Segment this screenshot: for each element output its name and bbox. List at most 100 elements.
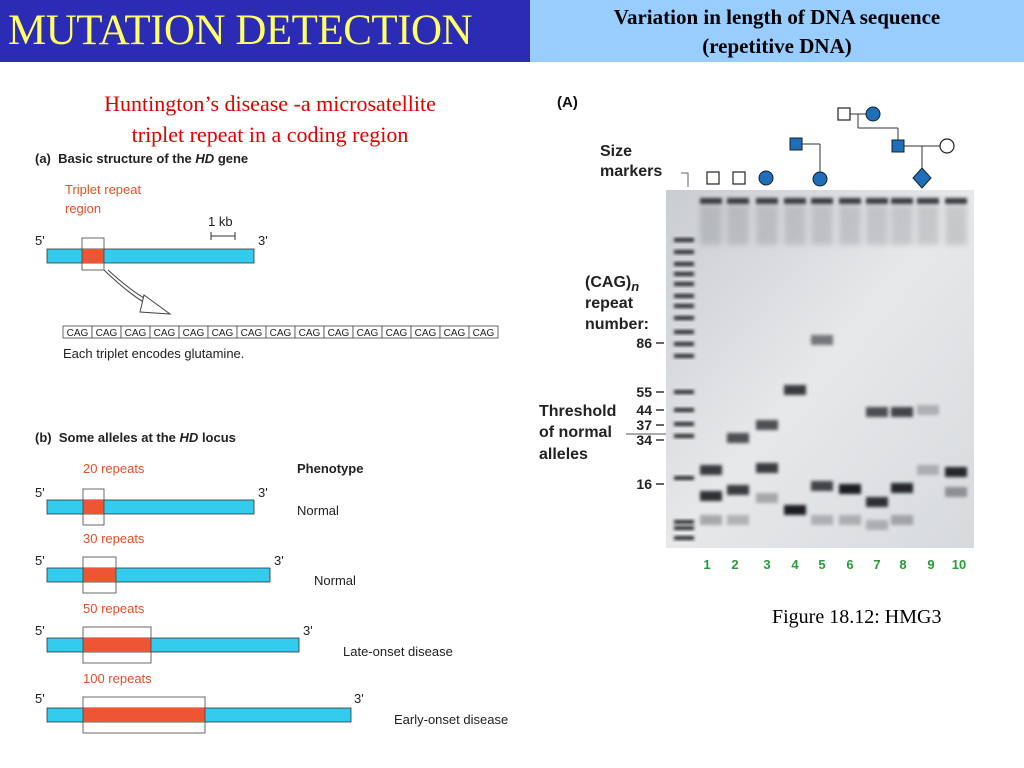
ladder-band: [674, 536, 694, 540]
scale-bar: [210, 232, 236, 240]
allele-3-repeats: 50 repeats: [83, 601, 145, 616]
section-heading: Huntington’s disease -a microsatellite t…: [30, 88, 510, 150]
five-prime-a: 5': [35, 233, 45, 248]
threshold-line-3: alleles: [539, 446, 588, 463]
lane-well: [891, 198, 913, 204]
male-affected-icon: [891, 139, 905, 153]
threshold-line-1: Threshold: [539, 403, 616, 420]
scale-label: 1 kb: [208, 214, 233, 229]
gel-band: [700, 465, 722, 475]
codon-text: CAG: [444, 328, 466, 339]
heading-line-2: triplet repeat in a coding region: [131, 122, 409, 147]
allele-2-five-prime: 5': [35, 553, 45, 568]
ladder-band: [674, 408, 694, 412]
gel-band: [945, 467, 967, 477]
ladder-band: [674, 316, 694, 320]
gel-band: [700, 491, 722, 501]
lane-well: [700, 198, 722, 204]
affected-child-diamond-icon: [912, 167, 932, 189]
ladder-band: [674, 250, 694, 254]
allele-1-phenotype: Normal: [297, 503, 339, 518]
ladder-band: [674, 434, 694, 438]
female-affected-icon: [865, 106, 881, 122]
ladder-band: [674, 390, 694, 394]
ladder-band: [674, 304, 694, 308]
codon-text: CAG: [328, 328, 350, 339]
cag-label-line-3: number:: [585, 316, 649, 333]
panel-b-gene: HD: [179, 430, 199, 445]
allele-1-three-prime: 3': [258, 485, 268, 500]
codon-text: CAG: [183, 328, 205, 339]
cag-label-text: (CAG): [585, 274, 631, 291]
panel-a-title: (a) Basic structure of the HD gene: [35, 151, 248, 166]
codon-text: CAG: [125, 328, 147, 339]
expand-arrow-icon: [103, 269, 172, 315]
lane-smear: [891, 205, 913, 245]
lane-number: 8: [899, 557, 906, 572]
lane-number: 3: [763, 557, 770, 572]
size-markers-line-1: Size: [600, 143, 632, 160]
allele-3-phenotype: Late-onset disease: [343, 644, 453, 659]
cag-label: (CAG)n: [585, 274, 639, 294]
allele-repeat-region: [83, 500, 104, 514]
title-bar: MUTATION DETECTION: [0, 0, 530, 62]
gel-band: [784, 505, 806, 515]
gel-band: [866, 497, 888, 507]
lane-well: [727, 198, 749, 204]
allele-2-repeats: 30 repeats: [83, 531, 145, 546]
lane-well: [866, 198, 888, 204]
lane-smear: [756, 205, 778, 245]
lane-number: 6: [846, 557, 853, 572]
gel-band: [756, 420, 778, 430]
female-unaffected-icon: [939, 138, 955, 154]
lane-smear: [811, 205, 833, 245]
female-affected-icon: [812, 171, 828, 187]
codon-text: CAG: [67, 328, 89, 339]
lane-smear: [945, 205, 967, 245]
male-unaffected-icon: [837, 107, 851, 121]
repeat-tick-label: 34: [636, 432, 652, 448]
panel-a-title-suffix: gene: [217, 151, 249, 166]
codon-text: CAG: [386, 328, 408, 339]
gel-band: [811, 481, 833, 491]
size-markers-line-2: markers: [600, 163, 662, 180]
marker-ladder: [674, 238, 694, 540]
codon-text: CAG: [154, 328, 176, 339]
ladder-band: [674, 272, 694, 276]
lane-smear: [700, 205, 722, 245]
panel-b-letter: (b): [35, 430, 52, 445]
repeat-tick-label: 86: [636, 335, 652, 351]
gel-band: [727, 515, 749, 525]
figure-caption: Figure 18.12: HMG3: [772, 606, 942, 628]
allele-3-five-prime: 5': [35, 623, 45, 638]
subtitle-line-2: (repetitive DNA): [702, 34, 852, 58]
panel-a-letter: (a): [35, 151, 51, 166]
region-label-1: Triplet repeat: [65, 182, 142, 197]
lane-well: [784, 198, 806, 204]
lane-smear: [866, 205, 888, 245]
cag-label-line-2: repeat: [585, 295, 634, 312]
lane-well: [945, 198, 967, 204]
lane-smear: [727, 205, 749, 245]
allele-1-repeats: 20 repeats: [83, 461, 145, 476]
panel-a-gene: HD: [195, 151, 215, 166]
codon-text: CAG: [473, 328, 495, 339]
codon-text: CAG: [270, 328, 292, 339]
repeat-tick-label: 16: [636, 476, 652, 492]
slide-subtitle: Variation in length of DNA sequence (rep…: [530, 3, 1024, 61]
gel-band: [756, 493, 778, 503]
female-affected-icon: [758, 170, 774, 186]
ladder-band: [674, 282, 694, 286]
ladder-band: [674, 354, 694, 358]
allele-4-five-prime: 5': [35, 691, 45, 706]
gel-lanes: [700, 198, 967, 530]
allele-repeat-box: [82, 696, 206, 734]
subtitle-bar: Variation in length of DNA sequence (rep…: [530, 0, 1024, 62]
ladder-band: [674, 238, 694, 242]
allele-3-three-prime: 3': [303, 623, 313, 638]
panel-b-title-prefix: Some alleles at the: [58, 430, 176, 445]
allele-1-five-prime: 5': [35, 485, 45, 500]
